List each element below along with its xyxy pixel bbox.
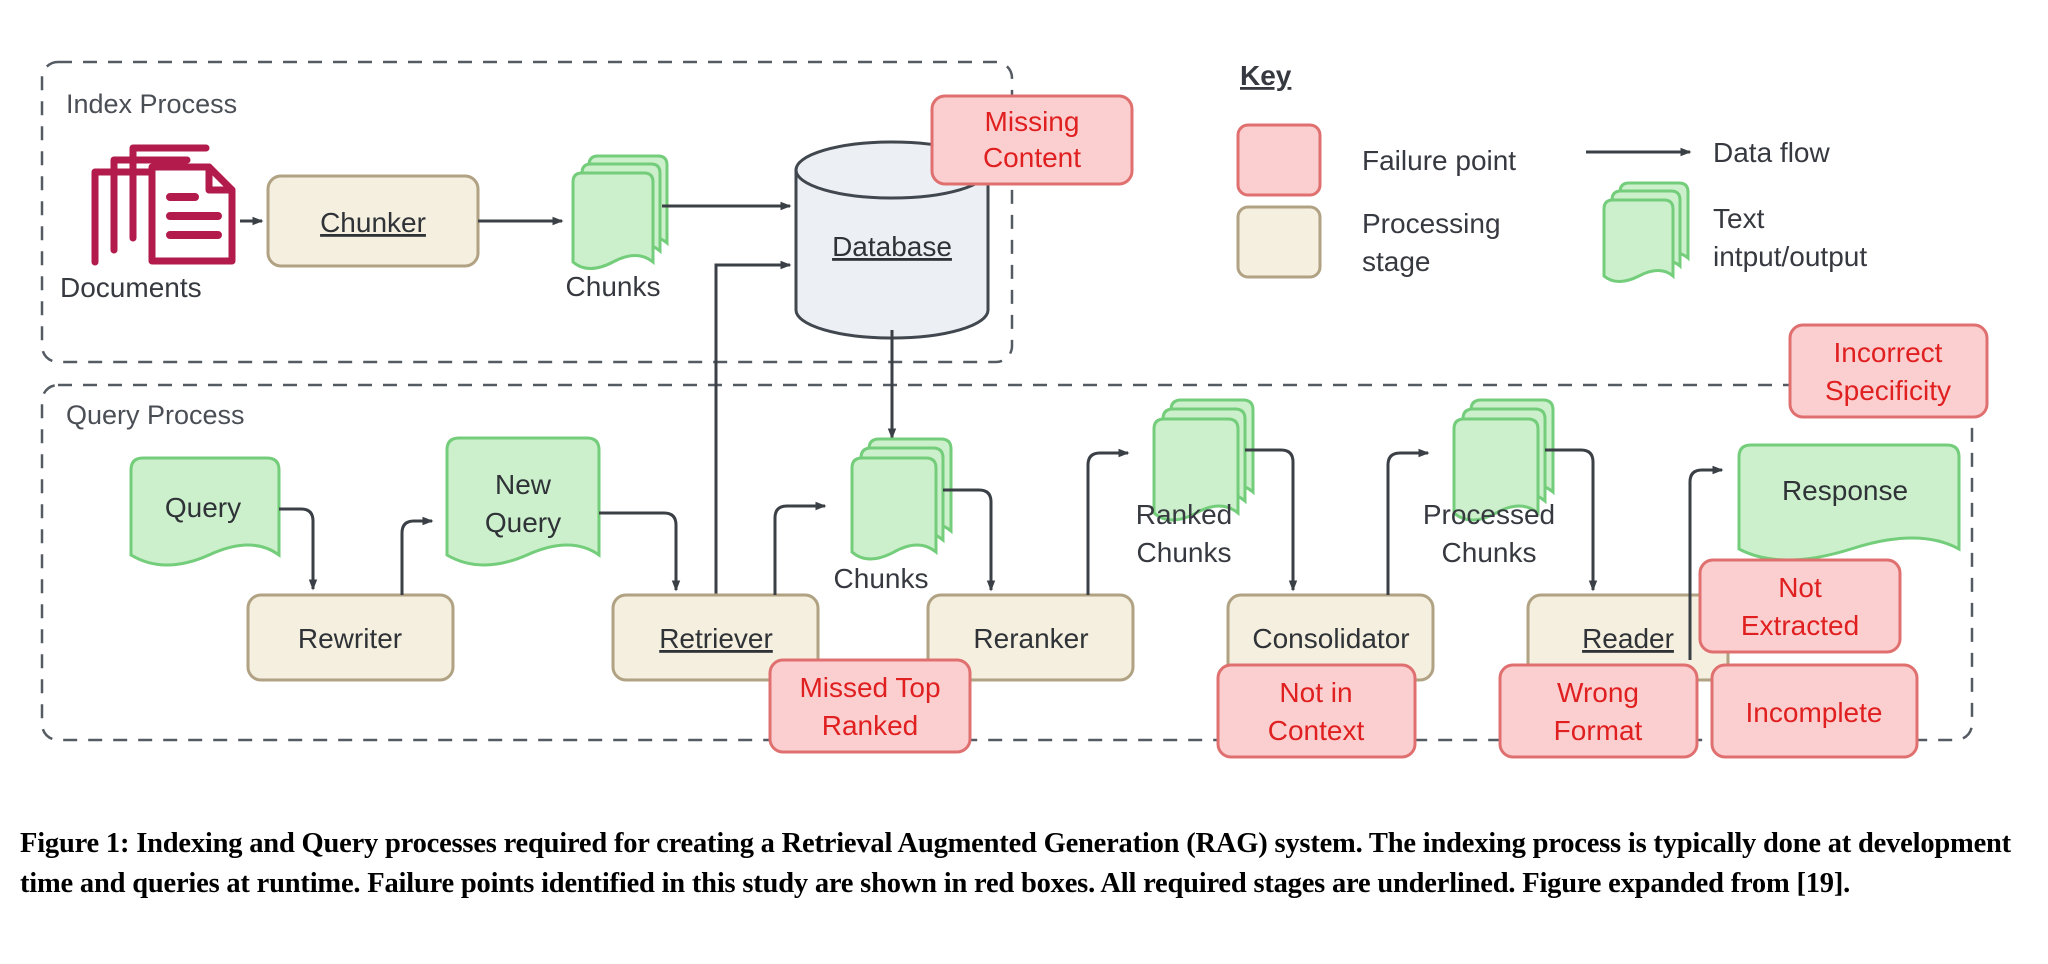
- arrow-new-query-to-retriever: [599, 511, 681, 592]
- retriever-label: Retriever: [659, 623, 773, 654]
- response-label: Response: [1782, 475, 1908, 506]
- key-text-io-label-line1: Text: [1713, 203, 1765, 234]
- chunker-stage[interactable]: Chunker: [266, 174, 480, 268]
- reader-label: Reader: [1582, 623, 1674, 654]
- reranker-stage[interactable]: Reranker: [926, 593, 1135, 682]
- query-chunks-label: Chunks: [834, 563, 929, 594]
- arrow-retriever-to-chunks: [773, 501, 827, 595]
- not-extracted-line2: Extracted: [1741, 610, 1859, 641]
- incorrect-specificity-line1: Incorrect: [1834, 337, 1943, 368]
- arrow-ranked-chunks-to-consolidator: [1245, 448, 1298, 592]
- key-failure-swatch: [1236, 123, 1322, 197]
- new-query-doc: New Query: [445, 436, 601, 567]
- query-label: Query: [165, 492, 241, 523]
- rewriter-label: Rewriter: [298, 623, 402, 654]
- arrow-processed-chunks-to-reader: [1545, 448, 1598, 592]
- failure-not-extracted[interactable]: Not Extracted: [1698, 558, 1902, 654]
- arrow-retriever-to-database: [714, 260, 792, 610]
- incorrect-specificity-line2: Specificity: [1825, 375, 1951, 406]
- figure-caption: Figure 1: Indexing and Query processes r…: [20, 828, 2011, 899]
- index-process-group: [40, 60, 1014, 364]
- incomplete-label: Incomplete: [1746, 697, 1883, 728]
- not-in-context-line2: Context: [1268, 715, 1365, 746]
- consolidator-stage[interactable]: Consolidator: [1226, 593, 1435, 682]
- missing-content-line1: Missing: [985, 106, 1080, 137]
- failure-incorrect-specificity[interactable]: Incorrect Specificity: [1788, 323, 1989, 419]
- key-text-io-label-line2: intput/output: [1713, 241, 1867, 272]
- key-title: Key: [1240, 60, 1292, 91]
- failure-incomplete[interactable]: Incomplete: [1710, 663, 1919, 759]
- index-process-title: Index Process: [66, 89, 237, 119]
- reader-stage[interactable]: Reader: [1526, 593, 1730, 682]
- query-chunks-icon: [850, 437, 953, 561]
- missed-top-ranked-line2: Ranked: [822, 710, 919, 741]
- key-stage-label-line2: stage: [1362, 246, 1431, 277]
- arrow-query-to-rewriter: [279, 507, 318, 591]
- arrow-rewriter-to-new-query: [400, 516, 434, 595]
- new-query-line2: Query: [485, 507, 561, 538]
- documents-icon: [91, 144, 236, 266]
- rag-pipeline-diagram: Index Process Query Process Documents Ch…: [40, 60, 1989, 759]
- retriever-stage[interactable]: Retriever: [611, 593, 820, 682]
- failure-not-in-context[interactable]: Not in Context: [1216, 663, 1417, 759]
- key-text-io-icon: [1602, 181, 1690, 283]
- not-in-context-line1: Not in: [1279, 677, 1352, 708]
- failure-missing-content[interactable]: Missing Content: [930, 94, 1134, 186]
- key-dataflow-label: Data flow: [1713, 137, 1830, 168]
- missing-content-line2: Content: [983, 142, 1081, 173]
- missed-top-ranked-line1: Missed Top: [799, 672, 940, 703]
- key-stage-swatch: [1236, 205, 1322, 279]
- wrong-format-line1: Wrong: [1557, 677, 1639, 708]
- query-process-group: [40, 383, 1974, 742]
- reranker-label: Reranker: [973, 623, 1088, 654]
- ranked-chunks-line1: Ranked: [1136, 499, 1233, 530]
- consolidator-label: Consolidator: [1252, 623, 1409, 654]
- wrong-format-line2: Format: [1554, 715, 1643, 746]
- query-process-title: Query Process: [66, 400, 245, 430]
- failure-wrong-format[interactable]: Wrong Format: [1498, 663, 1699, 759]
- key-stage-label-line1: Processing: [1362, 208, 1501, 239]
- index-chunks-label: Chunks: [566, 271, 661, 302]
- index-chunks-icon: [571, 154, 669, 270]
- arrow-consolidator-to-processed-chunks: [1386, 448, 1430, 595]
- database-label: Database: [832, 231, 952, 262]
- documents-label: Documents: [60, 272, 202, 303]
- ranked-chunks-line2: Chunks: [1137, 537, 1232, 568]
- response-doc: Response: [1737, 443, 1961, 562]
- processed-chunks-icon: [1452, 398, 1555, 522]
- key-failure-label: Failure point: [1362, 145, 1516, 176]
- arrow-reader-to-response: [1688, 465, 1724, 660]
- processed-chunks-line1: Processed: [1423, 499, 1555, 530]
- query-input-doc: Query: [129, 456, 281, 567]
- arrow-reranker-to-ranked-chunks: [1086, 448, 1130, 595]
- arrow-chunks-to-reranker: [943, 488, 996, 592]
- failure-missed-top-ranked[interactable]: Missed Top Ranked: [768, 658, 972, 754]
- chunker-label: Chunker: [320, 207, 426, 238]
- processed-chunks-line2: Chunks: [1442, 537, 1537, 568]
- new-query-line1: New: [495, 469, 552, 500]
- rewriter-stage[interactable]: Rewriter: [246, 593, 455, 682]
- not-extracted-line1: Not: [1778, 572, 1822, 603]
